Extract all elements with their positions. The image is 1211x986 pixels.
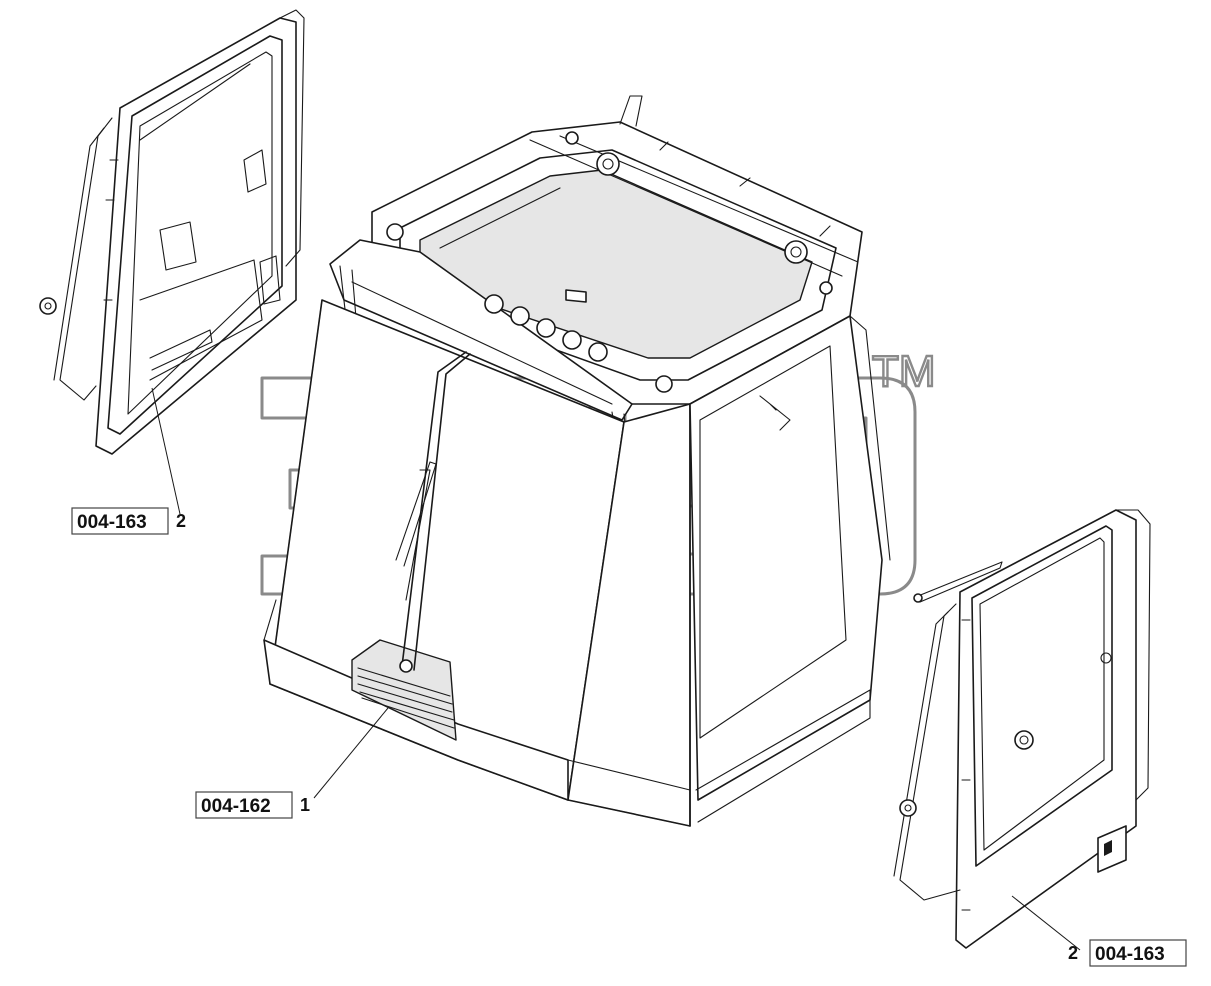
- leader-line-cab: [313, 707, 389, 799]
- ref-box-left-door: [71, 507, 169, 535]
- ref-code-cab: 004-162: [201, 796, 271, 817]
- leader-line-right-door: [1011, 895, 1081, 951]
- ref-box-cab: [195, 791, 293, 819]
- callout-cab: 004-162 1: [195, 707, 389, 819]
- leader-line-left-door: [151, 387, 181, 515]
- cab-assembly: [263, 95, 891, 827]
- ref-code-right-door: 004-163: [1095, 944, 1165, 965]
- ref-box-right-door: [1089, 939, 1187, 967]
- item-number-left-door: 2: [176, 511, 186, 531]
- left-door-assembly: [39, 9, 305, 455]
- ref-code-left-door: 004-163: [77, 512, 147, 533]
- callout-left-door: 004-163 2: [71, 387, 186, 535]
- right-door-assembly: [893, 509, 1151, 949]
- item-number-cab: 1: [300, 795, 310, 815]
- callout-right-door: 004-163 2: [1011, 895, 1187, 967]
- watermark-trademark: TM: [872, 347, 936, 396]
- item-number-right-door: 2: [1068, 943, 1078, 963]
